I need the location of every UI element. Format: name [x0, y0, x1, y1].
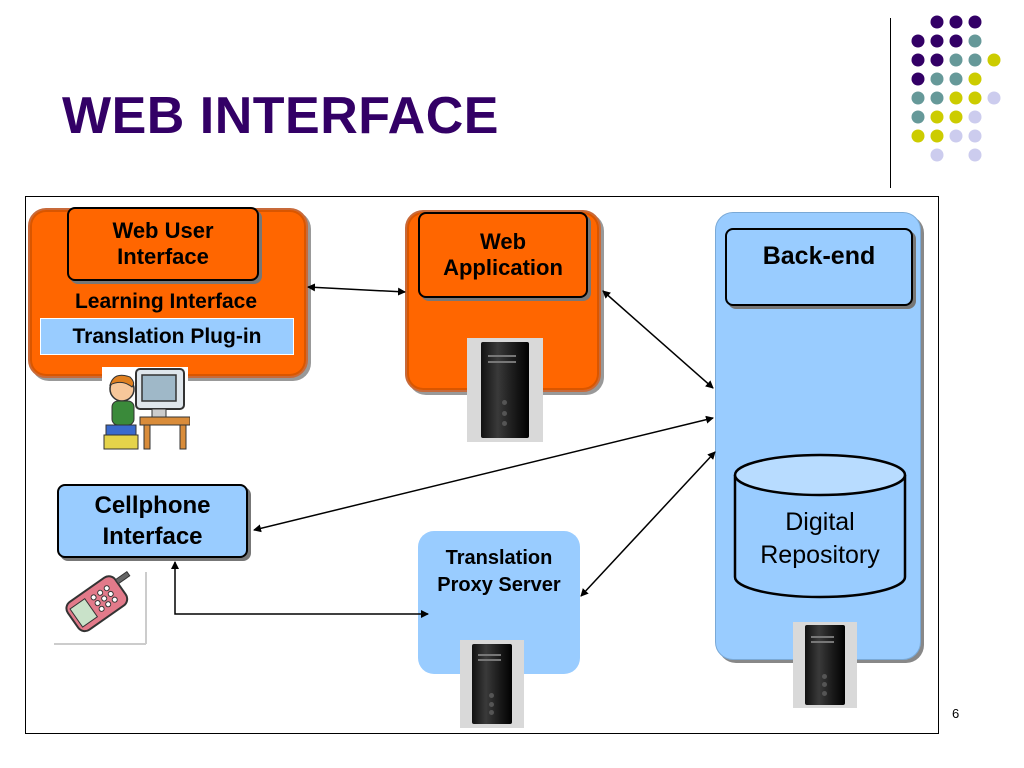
decorative-dot [968, 53, 982, 67]
decorative-dot [987, 53, 1001, 67]
translation-proxy-server-label: Translation Proxy Server [437, 547, 561, 596]
proxy-server-icon [460, 640, 524, 728]
decorative-dot [911, 34, 925, 48]
web-user-interface-box: Web User Interface [67, 207, 259, 281]
decorative-dot [949, 72, 963, 86]
translation-plugin-box: Translation Plug-in [40, 318, 294, 355]
decorative-dot [968, 72, 982, 86]
decorative-dot [968, 110, 982, 124]
decorative-dot [968, 34, 982, 48]
back-end-box: Back-end [725, 228, 913, 306]
cellphone-icon [52, 570, 148, 646]
decorative-dot [949, 91, 963, 105]
decorative-dot [930, 34, 944, 48]
decorative-dot [930, 91, 944, 105]
decorative-dot [949, 15, 963, 29]
decorative-dot [968, 129, 982, 143]
decorative-dot [968, 15, 982, 29]
cellphone-interface-box: Cellphone Interface [57, 484, 248, 558]
web-application-label: Web Application [443, 228, 563, 280]
decorative-dot [949, 110, 963, 124]
decorative-dot [911, 91, 925, 105]
web-application-box: Web Application [418, 212, 588, 298]
decorative-dot-grid [911, 15, 1001, 162]
back-end-label: Back-end [762, 242, 876, 270]
decorative-dot [930, 110, 944, 124]
decorative-dot [911, 72, 925, 86]
decorative-dot [968, 148, 982, 162]
web-user-interface-label: Web User Interface [112, 217, 214, 269]
decorative-dot [911, 110, 925, 124]
decorative-dot [949, 53, 963, 67]
cellphone-interface-label: Cellphone Interface [94, 491, 211, 550]
decorative-dot [949, 34, 963, 48]
decorative-dot [930, 53, 944, 67]
digital-repository-cylinder [733, 453, 907, 599]
slide-title: WEB INTERFACE [62, 87, 499, 145]
decorative-dot [930, 15, 944, 29]
decorative-dot [911, 129, 925, 143]
decorative-dot [930, 148, 944, 162]
digital-repository-label: Digital Repository [760, 508, 880, 569]
page-number: 6 [952, 706, 960, 721]
decorative-dot [987, 91, 1001, 105]
web-application-server-icon [467, 338, 543, 442]
decorative-dot [911, 53, 925, 67]
translation-plugin-label: Translation Plug-in [72, 324, 262, 348]
person-at-computer-icon [102, 367, 190, 451]
title-divider [890, 18, 891, 188]
decorative-dot [930, 129, 944, 143]
decorative-dot [930, 72, 944, 86]
decorative-dot [949, 129, 963, 143]
learning-interface-label: Learning Interface [74, 290, 258, 313]
decorative-dot [968, 91, 982, 105]
diagram-frame [25, 196, 939, 734]
back-end-server-icon [793, 622, 857, 708]
